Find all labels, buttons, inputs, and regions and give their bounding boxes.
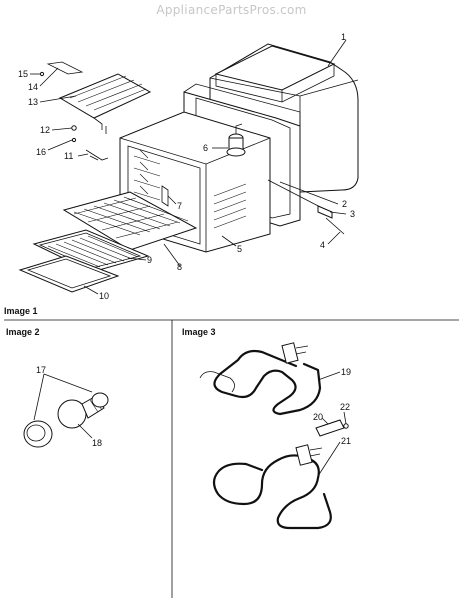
leader-18 <box>77 423 93 439</box>
callout-14: 14 <box>28 82 38 92</box>
bracket <box>161 185 169 207</box>
callout-11: 11 <box>64 151 73 161</box>
callout-4: 4 <box>320 240 325 250</box>
callout-19: 19 <box>341 367 351 377</box>
leader-lines-image1 <box>30 39 347 295</box>
broiler-pan <box>18 255 120 293</box>
screw <box>343 423 349 429</box>
section-title-image1: Image 1 <box>4 306 38 316</box>
light-socket <box>226 123 246 157</box>
hinge-bracket <box>39 61 109 161</box>
callout-8: 8 <box>177 262 182 272</box>
callout-2: 2 <box>342 199 347 209</box>
callout-6: 6 <box>203 143 208 153</box>
callout-18: 18 <box>92 438 102 448</box>
callout-13: 13 <box>28 97 38 107</box>
leader-22 <box>343 411 347 425</box>
callout-10: 10 <box>99 291 109 301</box>
leader-20 <box>321 417 329 425</box>
callout-16: 16 <box>36 147 46 157</box>
callout-1: 1 <box>341 32 346 42</box>
callout-7: 7 <box>177 201 182 211</box>
callout-12: 12 <box>40 125 50 135</box>
section-title-image2: Image 2 <box>6 327 40 337</box>
light-lens <box>23 420 53 448</box>
leader-21 <box>317 441 341 477</box>
callout-15: 15 <box>18 69 28 79</box>
oven-sensor <box>267 179 345 235</box>
oven-rack <box>62 191 198 251</box>
callout-9: 9 <box>147 255 152 265</box>
broil-element <box>212 444 332 530</box>
callout-3: 3 <box>350 209 355 219</box>
thermal-fuse <box>315 419 345 437</box>
callout-20: 20 <box>313 412 323 422</box>
top-rack <box>58 73 152 134</box>
watermark: AppliancePartsPros.com <box>156 3 307 17</box>
light-bulb <box>57 392 109 429</box>
section-title-image3: Image 3 <box>182 327 216 337</box>
leader-17 <box>33 373 93 421</box>
bake-element <box>199 342 322 416</box>
leader-19 <box>317 371 341 381</box>
callout-21: 21 <box>341 436 351 446</box>
callout-22: 22 <box>340 402 350 412</box>
callout-17: 17 <box>36 365 46 375</box>
callout-5: 5 <box>237 244 242 254</box>
